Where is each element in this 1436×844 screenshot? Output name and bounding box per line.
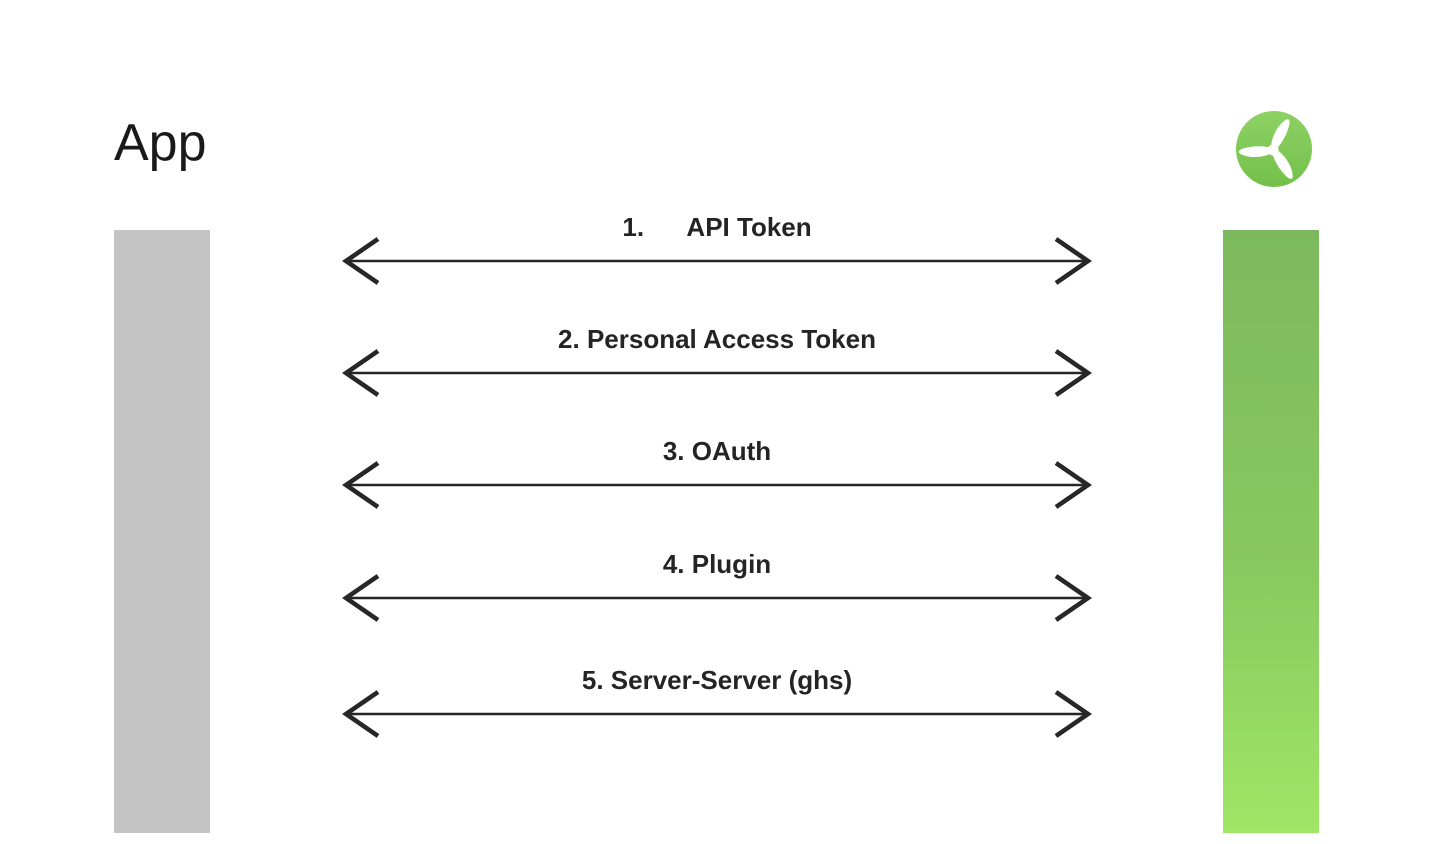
- page-title: App: [114, 114, 207, 172]
- wind-turbine-logo-icon: [1236, 111, 1312, 187]
- wind-turbine-logo-svg: [1236, 111, 1312, 187]
- connection-label-plugin: 4. Plugin: [662, 549, 772, 579]
- double-arrow-plugin: [342, 574, 1092, 622]
- double-arrow-personal-access-token: [342, 349, 1092, 397]
- double-arrow-api-token: [342, 237, 1092, 285]
- connection-label-personal-access-token: 2. Personal Access Token: [558, 324, 876, 354]
- connection-label-server-server: 5. Server-Server (ghs): [581, 665, 853, 695]
- double-arrow-server-server: [342, 690, 1092, 738]
- service-lifeline-bar: [1223, 230, 1319, 833]
- double-arrow-oauth: [342, 461, 1092, 509]
- connection-label-oauth: 3. OAuth: [662, 436, 772, 466]
- connection-label-api-token: 1. API Token: [622, 212, 812, 242]
- app-lifeline-bar: [114, 230, 210, 833]
- turbine-blades: [1238, 119, 1293, 179]
